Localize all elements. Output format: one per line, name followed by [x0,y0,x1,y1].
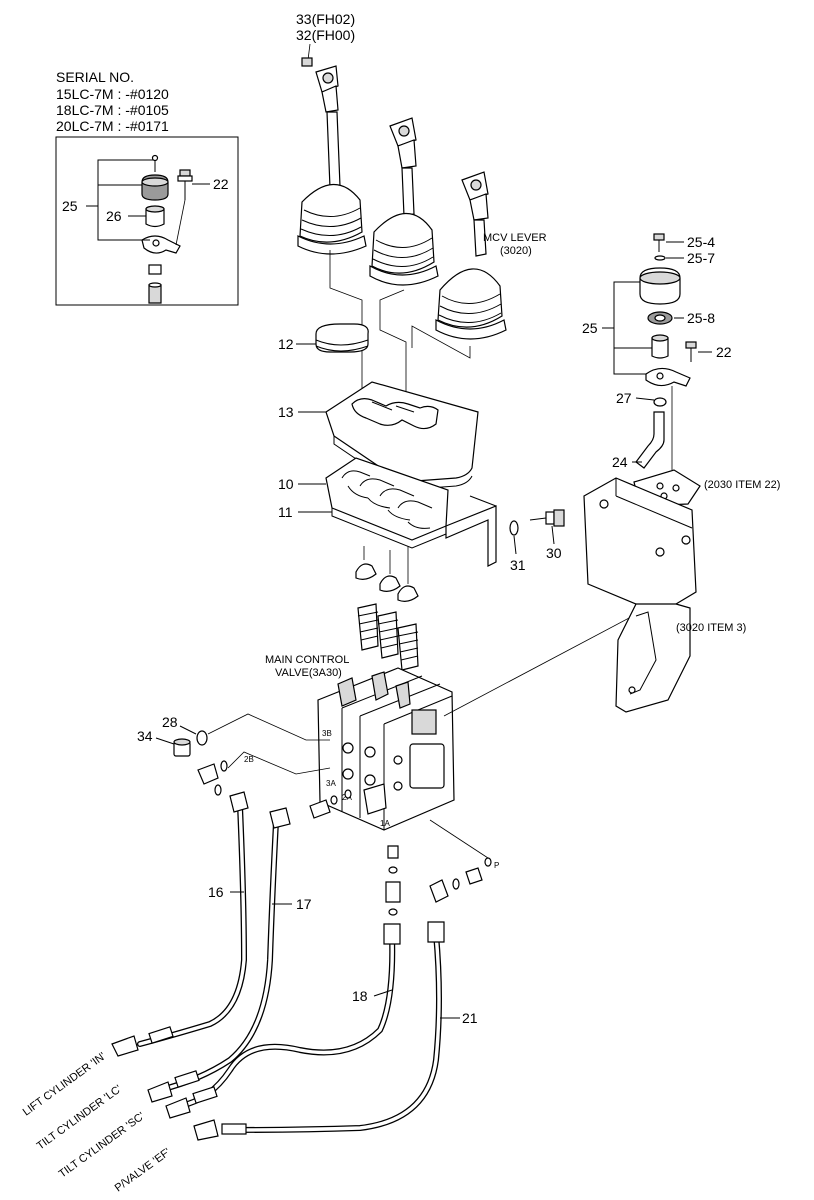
part-25-base [645,367,691,387]
inset-bushing [145,208,165,228]
serial-line-15lc: 15LC-7M : -#0120 [56,86,169,102]
callout-25-inset: 25 [62,198,78,214]
part-13-cover [325,381,479,491]
part-25-8-bearing [647,311,673,325]
callout-22: 22 [716,344,732,360]
callout-26: 26 [106,208,122,224]
callout-10: 10 [278,476,294,492]
port-3a: 3A [326,779,336,788]
callout-22-inset: 22 [213,176,229,192]
hose-18 [165,923,401,1119]
inset-bracket [141,235,181,254]
callout-24: 24 [612,454,628,470]
knob-clip [301,57,313,67]
label-32-fh00: 32(FH00) [296,27,355,43]
callout-17: 17 [296,896,312,912]
callout-11: 11 [278,504,293,520]
part-27-oring [653,397,667,407]
callout-25: 25 [582,320,598,336]
port-1a: 1A [380,819,390,828]
port-p: P [494,861,499,870]
valve-fittings [197,760,492,916]
callout-12: 12 [278,336,294,352]
label-3020-item-3: (3020 ITEM 3) [676,622,746,634]
part-28-oring [196,730,208,746]
part-25-housing [639,267,681,305]
port-3b: 3B [322,729,332,738]
callout-25-4: 25-4 [687,234,715,250]
callout-27: 27 [616,390,632,406]
part-34-plug [173,738,191,757]
mounting-bracket [583,469,701,713]
label-33-fh02: 33(FH02) [296,11,355,27]
hose-17 [147,807,291,1103]
callout-34: 34 [137,728,153,744]
serial-line-18lc: 18LC-7M : -#0105 [56,102,169,118]
callout-16: 16 [208,884,224,900]
callout-28: 28 [162,714,178,730]
callout-31: 31 [510,557,526,573]
part-25-7-washer [654,255,666,261]
part-30-bolt [529,509,565,545]
part-25-4-bolt [653,233,665,252]
valve-boots [355,546,419,671]
label-main-control: MAIN CONTROL [265,654,349,666]
callout-18: 18 [352,988,368,1004]
main-control-valve [317,667,455,831]
part-22-bolt [685,341,697,362]
part-24-rod [635,411,665,469]
serial-inset: SERIAL NO. 15LC-7M : -#0120 18LC-7M : -#… [55,69,239,306]
label-pvalve-ef: P/VALVE 'EF' [113,1146,173,1194]
lever-2 [369,117,439,286]
label-mcv-lever-num: (3020) [500,245,532,257]
callout-30: 30 [546,545,562,561]
part-25-sleeve [651,334,669,359]
hose-16 [111,791,249,1057]
lever-1 [297,65,367,255]
part-11-bracket [331,495,497,567]
callout-25-8: 25-8 [687,310,715,326]
label-mcv-lever: MCV LEVER [483,232,547,244]
callout-13: 13 [278,404,294,420]
callout-21: 21 [462,1010,478,1026]
serial-heading: SERIAL NO. [56,69,134,85]
callout-25-7: 25-7 [687,250,715,266]
part-12-gasket [315,323,369,353]
inset-frame [55,136,239,306]
hose-21 [193,921,445,1141]
port-2b: 2B [244,755,254,764]
serial-line-20lc: 20LC-7M : -#0171 [56,118,169,134]
lever-3 [435,171,507,340]
label-valve-3a30: VALVE(3A30) [275,667,342,679]
part-31-washer [509,520,519,555]
label-2030-item-22: (2030 ITEM 22) [704,479,780,491]
